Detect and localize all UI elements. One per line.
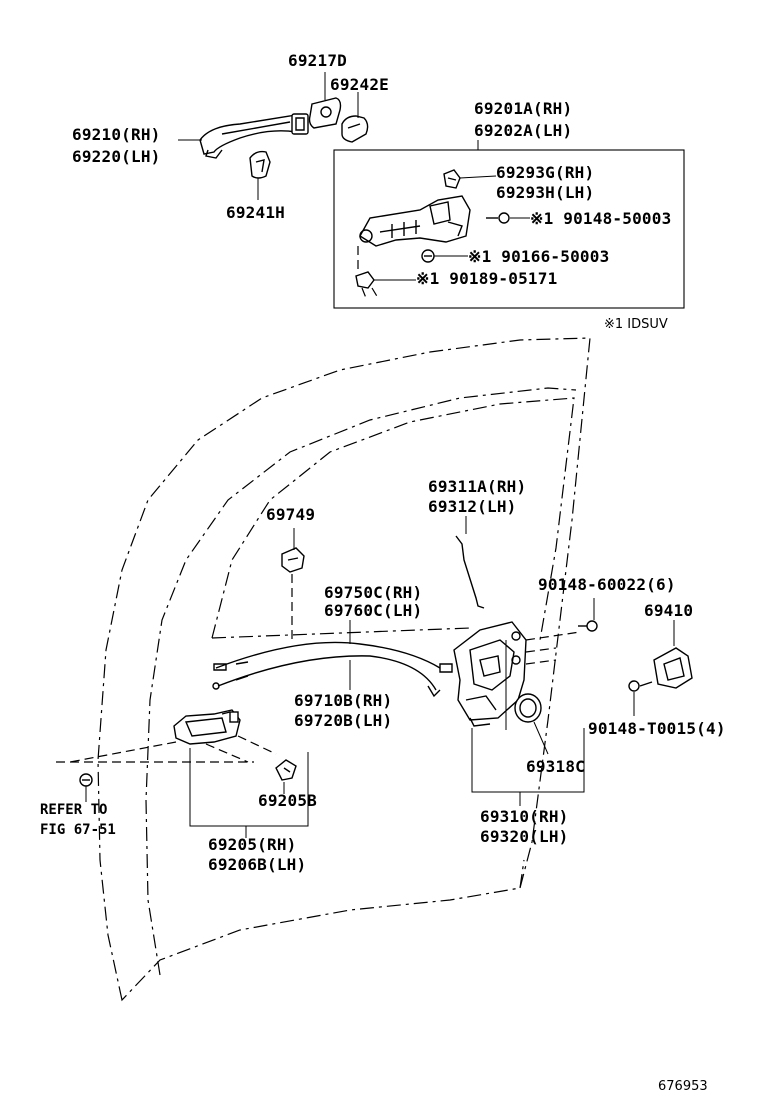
clip-icon	[281, 547, 305, 573]
door-outline	[97, 337, 591, 1002]
screw-icon	[79, 773, 93, 787]
label-69318C: 69318C	[526, 757, 585, 776]
label-69312: 69312(LH)	[428, 497, 517, 516]
frame-assembly-box	[333, 149, 685, 309]
diagram-id: 676953	[658, 1079, 708, 1094]
label-69202A: 69202A(LH)	[474, 121, 572, 140]
rod-icon	[455, 535, 485, 609]
handle-bezel-icon	[275, 759, 297, 781]
label-90148-60022: 90148-60022(6)	[538, 575, 676, 594]
label-90189-05171: ※1 90189-05171	[416, 269, 557, 288]
label-69206B: 69206B(LH)	[208, 855, 306, 874]
note-idsuv: ※1 IDSUV	[604, 317, 668, 332]
cover-gasket-icon	[341, 115, 369, 143]
outer-handle-icon	[199, 113, 309, 159]
label-90148-T0015: 90148-T0015(4)	[588, 719, 726, 738]
label-69410: 69410	[644, 601, 693, 620]
label-69220: 69220(LH)	[72, 147, 161, 166]
frame-screw-icon	[486, 212, 510, 224]
label-69720B: 69720B(LH)	[294, 711, 392, 730]
label-69210: 69210(RH)	[72, 125, 161, 144]
label-69205B: 69205B	[258, 791, 317, 810]
cable-icon	[212, 641, 453, 698]
label-69205: 69205(RH)	[208, 835, 297, 854]
lock-screw-icon	[578, 620, 598, 632]
label-69310: 69310(RH)	[480, 807, 569, 826]
label-69293G: 69293G(RH)	[496, 163, 594, 182]
grommet-icon	[514, 693, 542, 723]
label-90148-50003: ※1 90148-50003	[530, 209, 671, 228]
label-69201A: 69201A(RH)	[474, 99, 572, 118]
label-69311A: 69311A(RH)	[428, 477, 526, 496]
frame-clip-icon	[355, 271, 379, 299]
label-69750C: 69750C(RH)	[324, 583, 422, 602]
handle-pad-icon	[249, 150, 271, 179]
label-69217D: 69217D	[288, 51, 347, 70]
label-69760C: 69760C(LH)	[324, 601, 422, 620]
label-69242E: 69242E	[330, 75, 389, 94]
refer-to-text: REFER TO	[40, 802, 107, 818]
label-69293H: 69293H(LH)	[496, 183, 594, 202]
striker-screw-icon	[628, 680, 653, 692]
inner-handle-icon	[173, 709, 241, 745]
frame-nut-icon	[421, 249, 435, 263]
label-90166-50003: ※1 90166-50003	[468, 247, 609, 266]
label-69710B: 69710B(RH)	[294, 691, 392, 710]
fig-ref-link[interactable]: FIG 67-51	[40, 822, 116, 838]
label-69749: 69749	[266, 505, 315, 524]
key-cylinder-cover-icon	[308, 97, 342, 129]
handle-clip-icon	[443, 169, 461, 189]
label-69241H: 69241H	[226, 203, 285, 222]
label-69320: 69320(LH)	[480, 827, 569, 846]
handle-frame-icon	[359, 195, 471, 247]
striker-icon	[653, 647, 693, 689]
